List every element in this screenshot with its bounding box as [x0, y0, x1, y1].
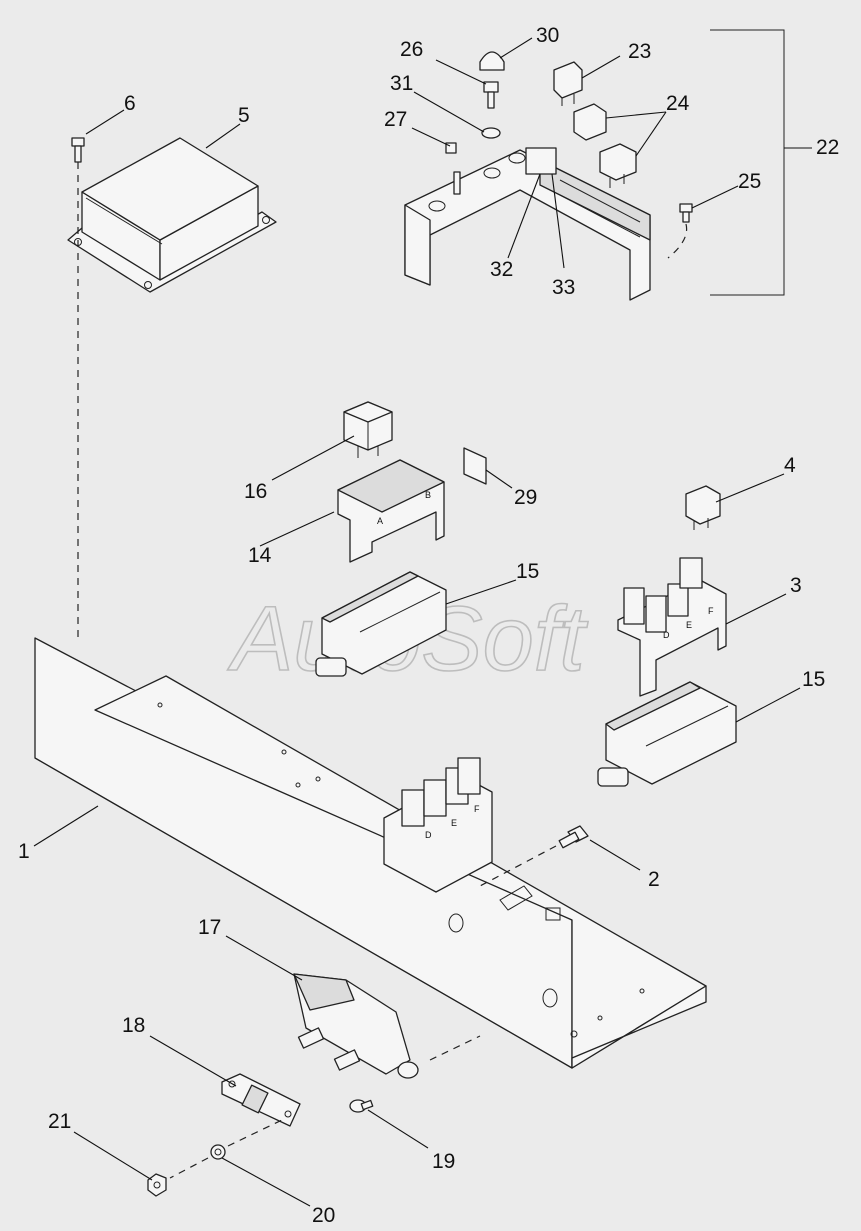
callout-19: 19	[432, 1150, 455, 1173]
callout-17: 17	[198, 916, 221, 939]
callout-6: 6	[124, 92, 136, 115]
fuse-link-part-18	[221, 1073, 301, 1127]
bracket-22	[710, 29, 812, 296]
callout-22: 22	[816, 136, 839, 159]
callout-labels: 1 2 3 4 5 6 14 15 15 16 17 18 19 20 21 2…	[18, 24, 839, 1227]
fuse-block-3-letter-f: F	[708, 606, 714, 616]
callout-18: 18	[122, 1014, 145, 1037]
callout-31: 31	[390, 72, 413, 95]
nut-part-27	[445, 142, 457, 154]
fuse-holder-part-17	[293, 973, 481, 1079]
callout-26: 26	[400, 38, 423, 61]
nut-part-21	[147, 1173, 167, 1197]
plate-part-29	[463, 447, 487, 485]
callout-2: 2	[648, 868, 660, 891]
relay-part-23	[553, 61, 583, 106]
fuse-block-14-letter-a: A	[377, 516, 383, 526]
relay-part-16	[343, 401, 393, 458]
fuse-holder-part-15-upper	[315, 571, 447, 677]
callout-14: 14	[248, 544, 272, 567]
fuse-block-3-letter-e: E	[686, 620, 692, 630]
screw-part-25	[667, 203, 693, 259]
relay-part-24-a	[573, 103, 607, 141]
mounted-block-letter-e: E	[451, 818, 457, 828]
fuse-block-part-14: A B	[337, 459, 445, 563]
callout-4: 4	[784, 454, 796, 477]
callout-33: 33	[552, 276, 575, 299]
callout-16: 16	[244, 480, 267, 503]
callout-15-upper: 15	[516, 560, 539, 583]
callout-30: 30	[536, 24, 559, 47]
callout-20: 20	[312, 1204, 335, 1227]
fuse-relay-holder-part-22	[404, 147, 651, 301]
leader-lines	[33, 37, 801, 1207]
callout-23: 23	[628, 40, 651, 63]
callout-21: 21	[48, 1110, 71, 1133]
mounted-block-letter-d: D	[425, 830, 432, 840]
fuse-block-3-letter-d: D	[663, 630, 670, 640]
mounted-fuse-block: D E F	[383, 757, 493, 893]
callout-24: 24	[666, 92, 690, 115]
fuse-holder-part-15-lower	[597, 681, 737, 787]
cap-part-30	[479, 51, 505, 71]
lock-washer-part-20	[169, 1119, 283, 1179]
screw-part-19	[349, 1099, 374, 1113]
relay-part-24-b	[599, 143, 637, 188]
bolt-part-26	[483, 81, 499, 109]
callout-29: 29	[514, 486, 537, 509]
washer-part-31	[481, 127, 501, 139]
relay-part-4	[685, 485, 721, 530]
callout-27: 27	[384, 108, 407, 131]
callout-1: 1	[18, 840, 30, 863]
bolt-part-2	[479, 825, 589, 887]
callout-3: 3	[790, 574, 802, 597]
mounted-block-letter-f: F	[474, 804, 480, 814]
callout-5: 5	[238, 104, 250, 127]
fuse-block-14-letter-b: B	[425, 490, 431, 500]
callout-15-lower: 15	[802, 668, 825, 691]
fuse-block-part-3: D E F	[617, 557, 727, 697]
callout-25: 25	[738, 170, 761, 193]
control-box-part-5	[67, 137, 277, 293]
callout-32: 32	[490, 258, 513, 281]
screw-part-6	[71, 137, 85, 163]
